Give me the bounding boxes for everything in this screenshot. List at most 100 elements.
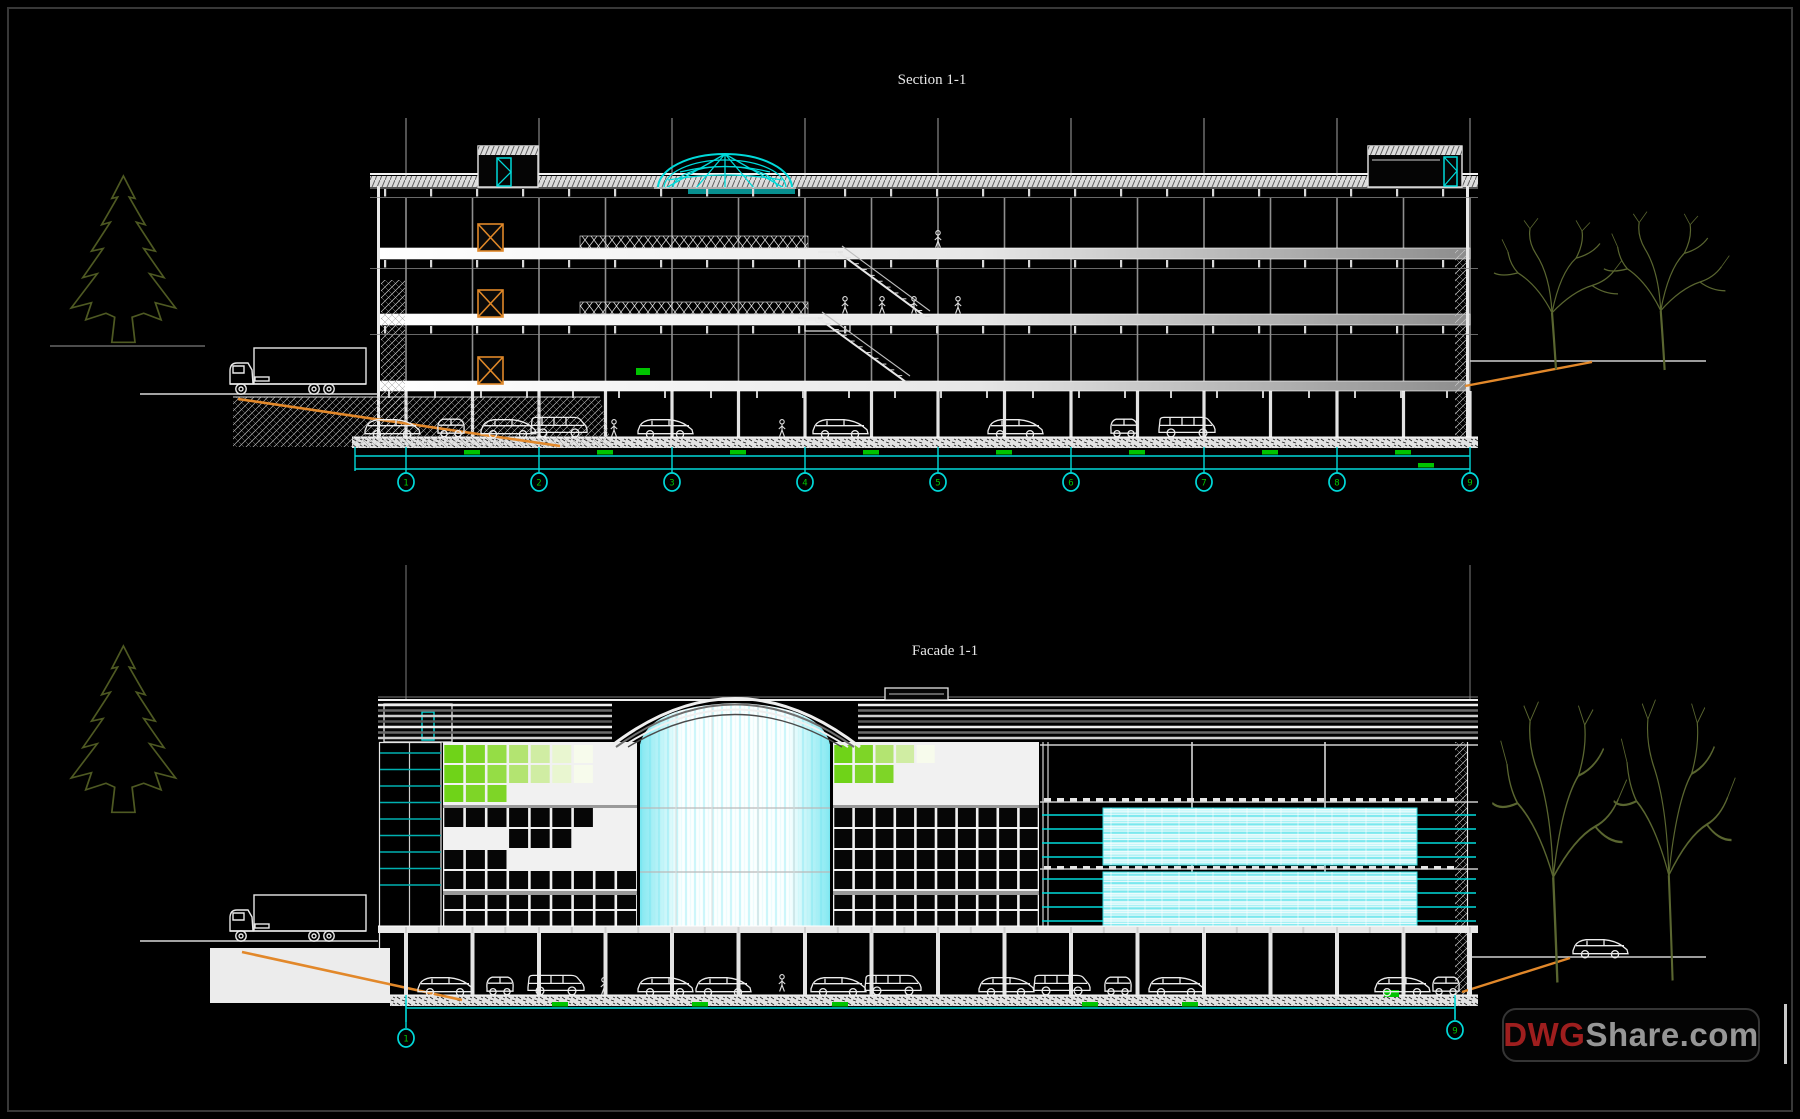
dim-text-mark bbox=[692, 1002, 708, 1007]
column bbox=[603, 391, 608, 437]
window-cell bbox=[978, 808, 997, 827]
hanger-post bbox=[538, 927, 540, 933]
parking-beam bbox=[378, 926, 1478, 933]
tick-dash bbox=[1317, 798, 1324, 802]
grid-bubble-label: 1 bbox=[403, 1035, 408, 1045]
hanger-post bbox=[388, 391, 390, 398]
grid-bubble bbox=[530, 472, 548, 492]
tick-dash bbox=[1408, 798, 1415, 802]
grid-bubble-label: 7 bbox=[1201, 479, 1206, 489]
window-cell bbox=[465, 911, 485, 927]
column bbox=[404, 933, 408, 995]
hanger-post bbox=[1166, 260, 1169, 268]
hanger-post bbox=[1435, 927, 1438, 933]
column bbox=[1202, 391, 1206, 437]
tick-dash bbox=[1395, 798, 1402, 802]
hanger-post bbox=[936, 189, 939, 197]
hanger-post bbox=[1258, 326, 1261, 334]
hanger-post bbox=[770, 927, 773, 933]
tick-dash bbox=[1395, 866, 1402, 870]
window-cell bbox=[509, 895, 529, 909]
green-panel-cell bbox=[875, 745, 894, 763]
window-cell bbox=[978, 829, 997, 848]
window-cell bbox=[617, 895, 637, 909]
hanger-post bbox=[384, 326, 387, 334]
car bbox=[417, 976, 474, 997]
hanger-post bbox=[752, 189, 755, 197]
green-panel-cell bbox=[465, 765, 485, 783]
tick-dash bbox=[1122, 798, 1129, 802]
hanger-post bbox=[1336, 927, 1338, 933]
window-cell bbox=[617, 871, 637, 889]
car bbox=[987, 418, 1044, 439]
tick-dash bbox=[1057, 866, 1064, 870]
hanger-post bbox=[848, 391, 850, 398]
hanger-post bbox=[1354, 391, 1356, 398]
tick-dash bbox=[1382, 798, 1389, 802]
window-cell bbox=[978, 871, 997, 889]
hanger-post bbox=[737, 927, 740, 933]
hanger-post bbox=[982, 189, 985, 197]
column bbox=[1335, 933, 1339, 995]
window-cell bbox=[916, 808, 935, 827]
hanger-post bbox=[660, 260, 663, 268]
tick-dash bbox=[1382, 866, 1389, 870]
hanger-post bbox=[1396, 189, 1399, 197]
column bbox=[803, 391, 807, 437]
window-cell bbox=[509, 871, 529, 889]
hanger-post bbox=[1120, 260, 1123, 268]
car bbox=[1110, 418, 1138, 438]
person bbox=[610, 419, 618, 438]
hanger-post bbox=[703, 927, 706, 933]
tick-dash bbox=[1122, 866, 1129, 870]
hanger-post bbox=[1235, 927, 1238, 933]
hanger-post bbox=[522, 260, 525, 268]
column bbox=[538, 198, 540, 381]
hanger-post bbox=[1032, 391, 1034, 398]
tick-dash bbox=[1408, 866, 1415, 870]
column bbox=[671, 198, 673, 381]
tick-dash bbox=[1356, 798, 1363, 802]
logo-share: Share.com bbox=[1585, 1016, 1759, 1053]
tick-dash bbox=[1200, 798, 1207, 802]
grid-bubble-label: 9 bbox=[1467, 479, 1472, 489]
hanger-post bbox=[614, 189, 617, 197]
cyan-glass-panels bbox=[1042, 798, 1476, 927]
window-cell bbox=[916, 871, 935, 889]
hanger-post bbox=[982, 326, 985, 334]
hanger-post bbox=[572, 391, 574, 398]
hanger-post bbox=[614, 260, 617, 268]
column bbox=[937, 198, 939, 381]
tick-dash bbox=[1239, 798, 1246, 802]
hanger-post bbox=[637, 927, 640, 933]
car bbox=[1572, 938, 1629, 959]
right-wall-hatch bbox=[1455, 742, 1467, 995]
hanger-post bbox=[660, 189, 663, 197]
hanger-post bbox=[476, 189, 479, 197]
window-cell bbox=[957, 911, 976, 927]
hanger-post bbox=[1074, 326, 1077, 334]
dim-text-mark bbox=[1262, 450, 1278, 455]
hanger-post bbox=[752, 326, 755, 334]
window-cell bbox=[487, 911, 507, 927]
green-panel-cell bbox=[916, 745, 935, 763]
dim-text-mark bbox=[552, 1002, 568, 1007]
window-cell bbox=[937, 871, 956, 889]
grid-bubble bbox=[663, 472, 681, 492]
column bbox=[1002, 933, 1007, 995]
hanger-post bbox=[752, 260, 755, 268]
window-cell bbox=[552, 911, 572, 927]
hanger-post bbox=[1074, 260, 1077, 268]
tick-dash bbox=[1083, 798, 1090, 802]
car bbox=[812, 418, 869, 439]
hanger-post bbox=[1368, 927, 1371, 933]
tick-dash bbox=[1083, 866, 1090, 870]
window-cell bbox=[487, 808, 507, 827]
dim-text-mark bbox=[1418, 463, 1434, 468]
grid-bubble-label: 9 bbox=[1452, 1027, 1457, 1037]
tick-dash bbox=[1304, 866, 1311, 870]
grid-bubble-label: 2 bbox=[536, 479, 541, 489]
